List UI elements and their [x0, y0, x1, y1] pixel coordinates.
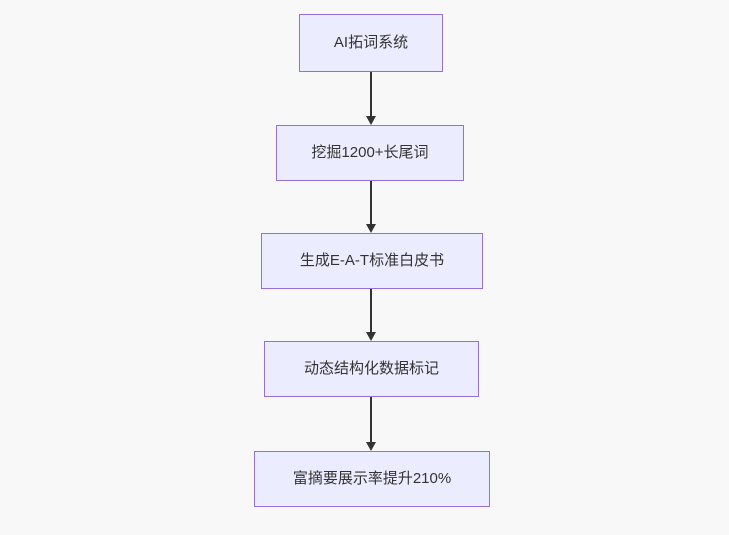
flow-arrow-3 [365, 289, 377, 341]
flow-arrow-4 [365, 397, 377, 451]
flow-node-label: 动态结构化数据标记 [303, 360, 439, 377]
flow-node-label: 生成E-A-T标准白皮书 [299, 252, 445, 269]
arrow-line [370, 397, 372, 443]
arrow-line [370, 72, 372, 117]
flow-node-label: 挖掘1200+长尾词 [311, 144, 429, 161]
flow-node-ai-word-expansion-system: AI拓词系统 [299, 14, 443, 72]
flow-node-label: 富摘要展示率提升210% [292, 470, 452, 487]
flow-node-rich-snippet-rate-increase: 富摘要展示率提升210% [254, 451, 490, 507]
flow-node-mine-longtail-keywords: 挖掘1200+长尾词 [276, 125, 464, 181]
flow-arrow-1 [365, 72, 377, 125]
arrow-line [370, 289, 372, 333]
flow-arrow-2 [365, 181, 377, 233]
arrow-line [370, 181, 372, 225]
flow-node-label: AI拓词系统 [333, 34, 409, 51]
flow-node-generate-eat-whitepaper: 生成E-A-T标准白皮书 [261, 233, 483, 289]
arrow-down-icon [366, 224, 376, 233]
flow-node-dynamic-structured-data-markup: 动态结构化数据标记 [264, 341, 479, 397]
arrow-down-icon [366, 332, 376, 341]
arrow-down-icon [366, 116, 376, 125]
arrow-down-icon [366, 442, 376, 451]
